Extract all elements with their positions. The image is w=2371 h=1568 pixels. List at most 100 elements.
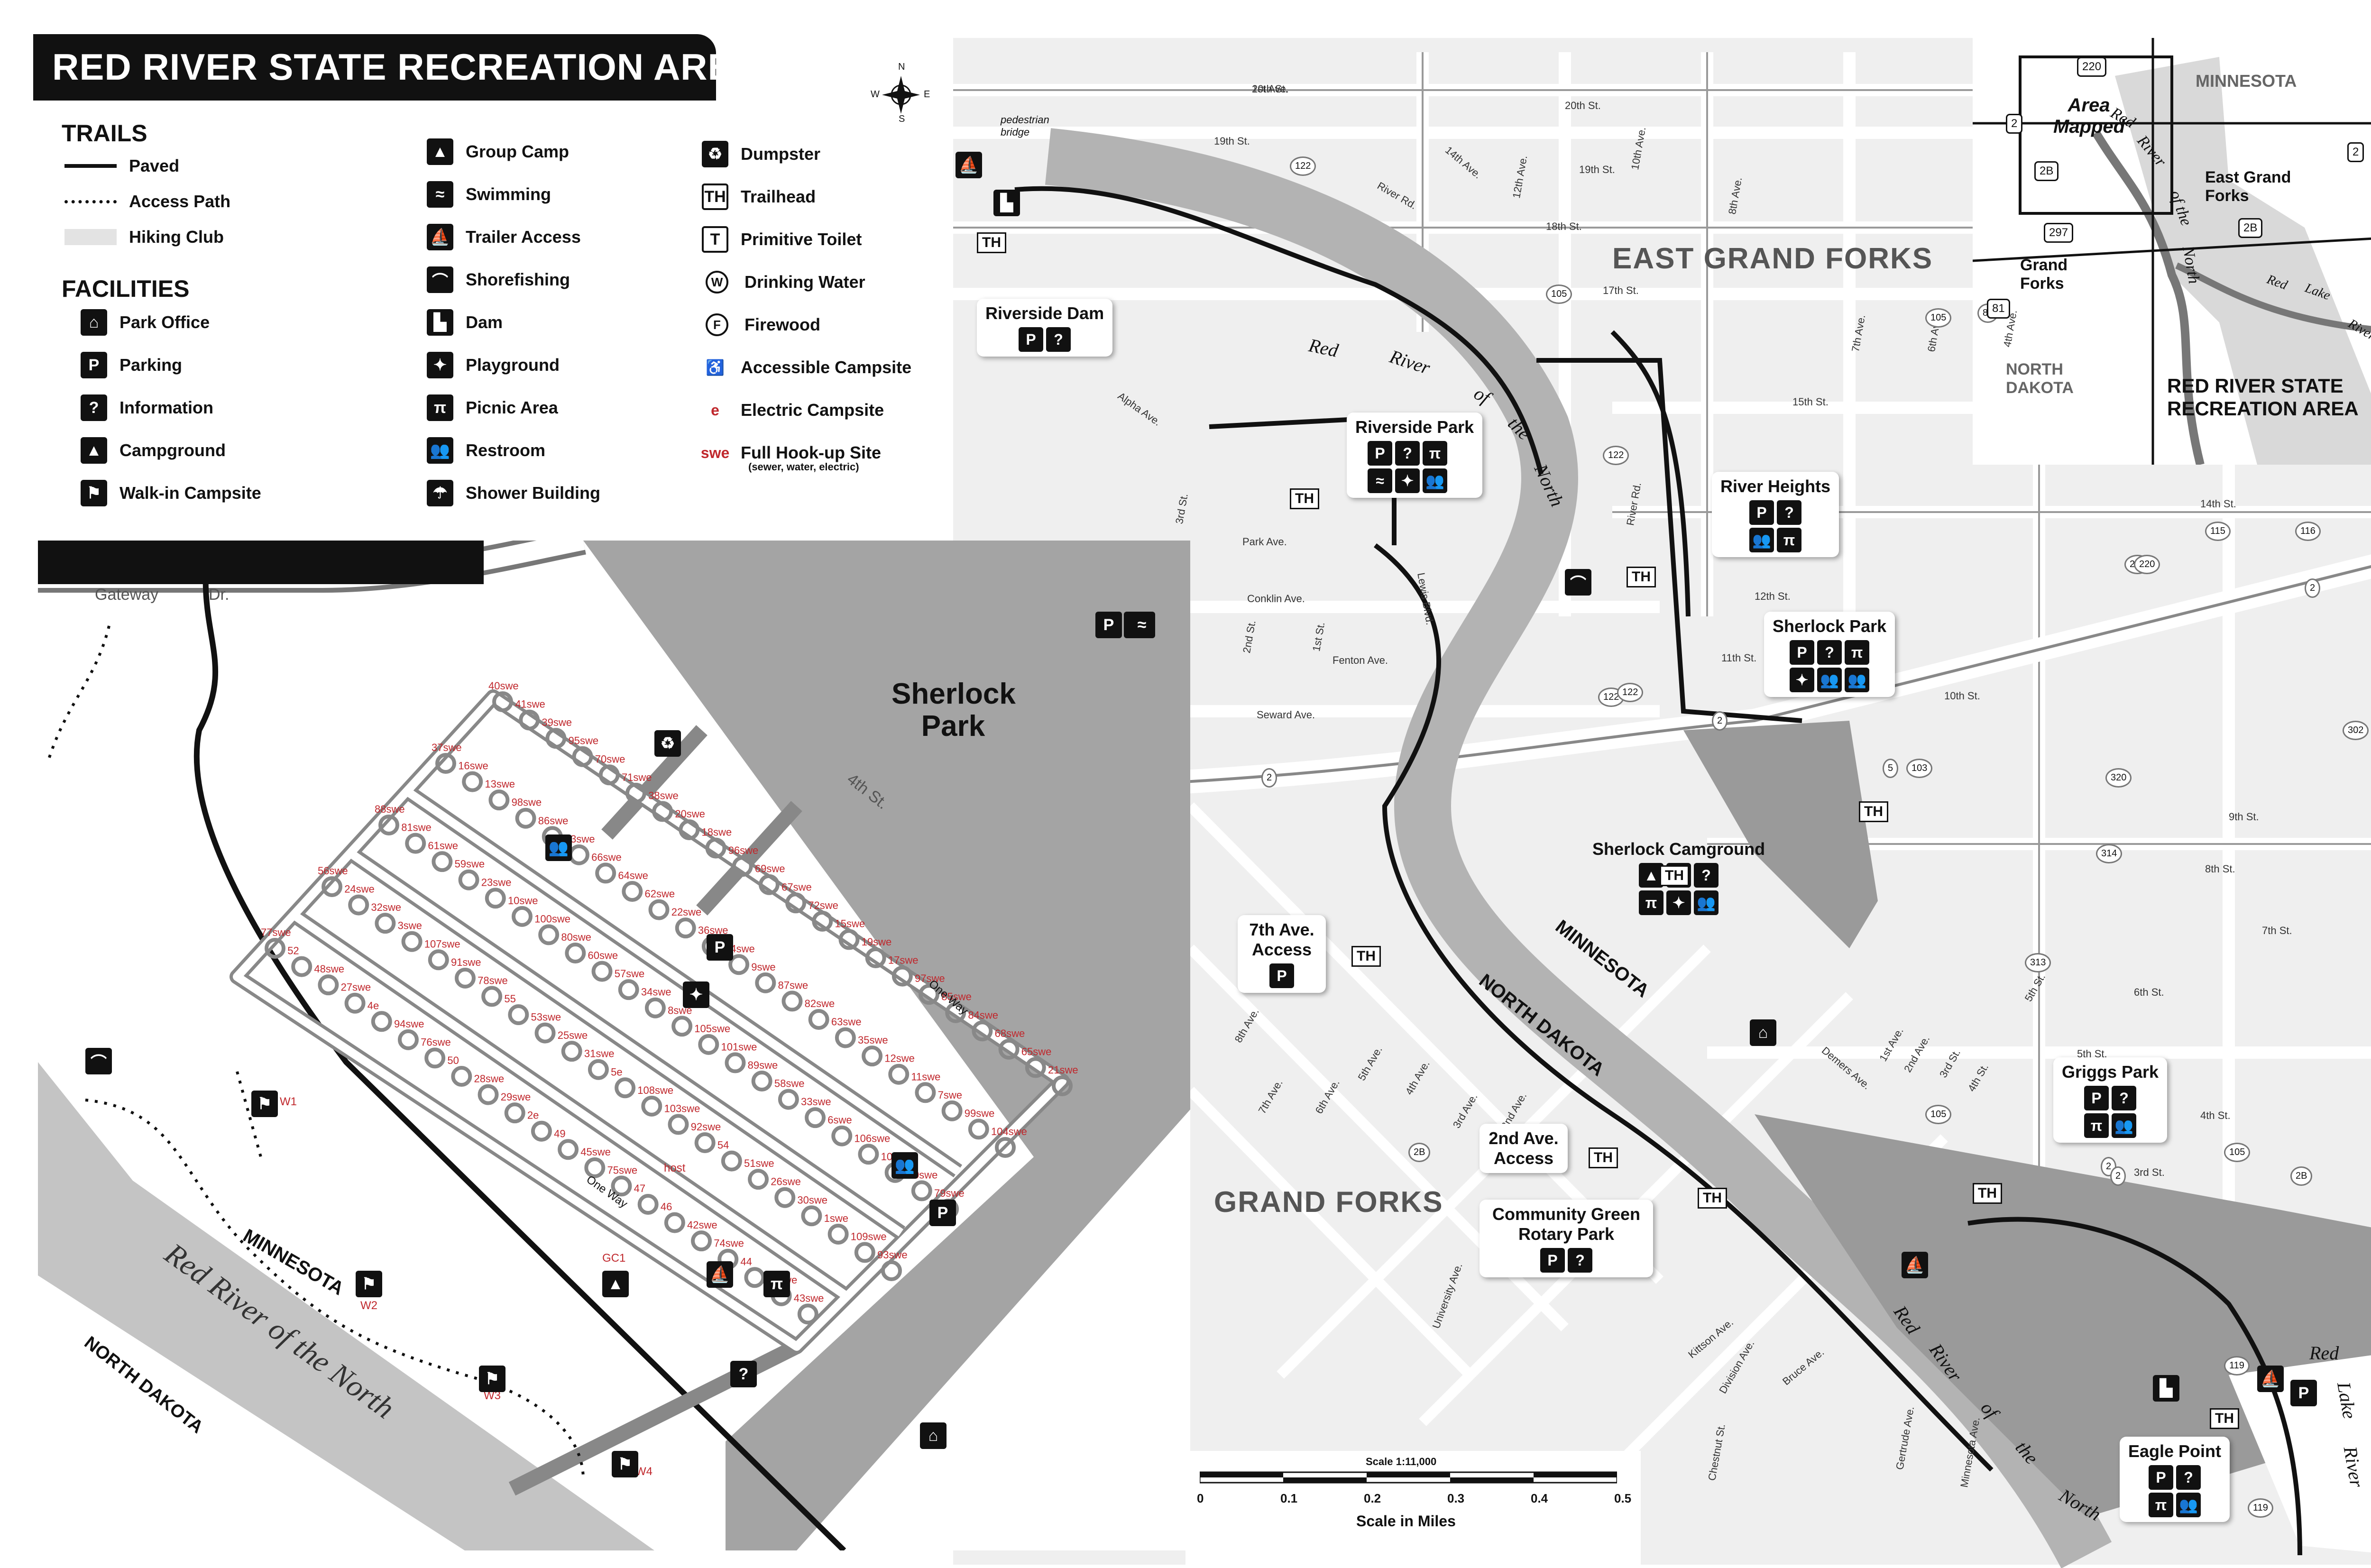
campsite-label[interactable]: 2e [527,1110,539,1121]
campsite-label[interactable]: 28swe [474,1073,505,1085]
inset-walkin-icon-w1[interactable]: ⚑ [251,1091,278,1117]
campsite-label[interactable]: 82swe [805,998,835,1009]
campsite-label[interactable]: 95swe [569,735,599,747]
campsite-label[interactable]: 84swe [968,1009,998,1021]
campsite-label[interactable]: 49 [554,1128,565,1139]
campsite-label[interactable]: 88swe [375,803,405,815]
campsite-label[interactable]: 93swe [877,1249,908,1261]
campsite-label[interactable]: 15swe [835,917,865,929]
campsite-label[interactable]: 89swe [748,1059,778,1071]
campsite-label[interactable]: 43swe [794,1292,824,1304]
campsite-label[interactable]: 23swe [481,876,512,888]
campsite-label[interactable]: 104swe [991,1126,1027,1137]
inset-restroom-icon-2[interactable]: 👥 [891,1152,918,1179]
poi-riverside-dam[interactable]: Riverside Dam P? [977,299,1113,357]
campsite-label[interactable]: 31swe [584,1048,615,1060]
campsite-label[interactable]: 63swe [831,1016,862,1028]
campsite-label[interactable]: 19swe [862,936,892,948]
inset-park-office-icon[interactable]: ⌂ [920,1422,947,1449]
inset-parking-icon[interactable]: P [707,934,733,961]
campsite-label[interactable]: 107swe [424,938,460,950]
main-parking-icon-eagle[interactable]: P [2290,1380,2317,1406]
poi-7th-ave-access[interactable]: 7th Ave. Access P [1238,915,1326,993]
campsite-label[interactable]: 22swe [671,906,702,918]
campsite-label[interactable]: 69swe [755,863,785,875]
inset-restroom-icon[interactable]: 👥 [545,834,572,861]
campsite-label[interactable]: 101swe [721,1041,757,1053]
campsite-label[interactable]: 13swe [485,778,515,790]
inset-dumpster-icon[interactable]: ♻ [654,730,681,757]
campsite-label[interactable]: 106swe [854,1132,890,1144]
campsite-label[interactable]: 60swe [588,950,618,962]
campsite-label[interactable]: 7swe [938,1089,962,1101]
inset-picnic-icon[interactable]: π [763,1271,790,1297]
campsite-label[interactable]: 96swe [728,844,759,856]
campsite-label[interactable]: 46 [661,1201,672,1213]
campsite-label[interactable]: 39swe [542,716,572,728]
main-swimming-icon-sherlock[interactable]: ≈ [1129,612,1155,638]
campsite-label[interactable]: 51swe [744,1157,774,1169]
main-trailer-icon[interactable]: ⛵ [956,152,982,178]
campsite-label[interactable]: 53swe [531,1011,561,1023]
campsite-label[interactable]: 68swe [995,1027,1025,1039]
main-dam-icon-2[interactable]: ▙ [2153,1375,2179,1402]
campsite-label[interactable]: 47 [634,1183,645,1194]
trailhead-river-heights[interactable]: TH [1627,567,1656,587]
inset-walkin-icon-w2[interactable]: ⚑ [356,1271,382,1297]
campsite-label[interactable]: 109swe [851,1230,887,1242]
campsite-label[interactable]: 52 [287,945,299,957]
main-park-office-icon[interactable]: ⌂ [1750,1019,1776,1046]
campsite-label[interactable]: 35swe [858,1034,888,1046]
campsite-label[interactable]: 61swe [428,840,458,852]
poi-sherlock-park[interactable]: Sherlock Park P?π✦👥👥 [1764,612,1895,697]
campsite-label[interactable]: 71swe [622,771,652,783]
campsite-label[interactable]: 105swe [694,1023,730,1035]
campsite-label[interactable]: 56swe [318,865,348,877]
inset-playground-icon[interactable]: ✦ [683,981,709,1008]
poi-griggs-park[interactable]: Griggs Park P?π👥 [2053,1057,2168,1143]
campsite-label[interactable]: 9swe [751,961,775,973]
inset-group-camp-icon[interactable]: ▲ [602,1271,629,1297]
campsite-label[interactable]: 80swe [561,931,591,943]
campsite-label[interactable]: 59swe [455,858,485,870]
trailhead-7th-ave[interactable]: TH [1351,946,1381,967]
campsite-label[interactable]: 30swe [797,1194,827,1206]
main-trailer-icon-3[interactable]: ⛵ [2257,1366,2284,1392]
poi-community-green[interactable]: Community Green Rotary Park P? [1480,1200,1653,1277]
poi-river-heights[interactable]: River Heights P?👥π [1712,472,1839,557]
poi-eagle-point[interactable]: Eagle Point P?π👥 [2120,1437,2230,1522]
campsite-label[interactable]: 108swe [637,1084,673,1096]
campsite-label[interactable]: 29swe [501,1091,531,1103]
campsite-label[interactable]: 103swe [664,1102,700,1114]
campsite-label[interactable]: 48swe [314,963,344,975]
campsite-label[interactable]: 25swe [558,1029,588,1041]
trailhead-riverside-park[interactable]: TH [1290,488,1319,509]
inset-walkin-icon-w3[interactable]: ⚑ [479,1366,505,1392]
campsite-label[interactable]: 24swe [344,883,375,895]
trailhead-2nd-ave[interactable]: TH [1589,1147,1618,1168]
campsite-label[interactable]: 4e [368,999,379,1011]
campsite-label[interactable]: 76swe [421,1036,451,1048]
inset-parking-icon-2[interactable]: P [929,1200,956,1226]
campsite-label[interactable]: 10swe [508,895,538,907]
main-trailer-icon-2[interactable]: ⛵ [1902,1252,1928,1278]
campsite-label[interactable]: 26swe [771,1176,801,1188]
inset-walkin-icon-w4[interactable]: ⚑ [612,1451,638,1477]
trailhead-eagle-point[interactable]: TH [2210,1408,2239,1429]
campsite-label[interactable]: 100swe [534,913,570,925]
campsite-label[interactable]: 21swe [1048,1064,1078,1076]
campsite-label[interactable]: 74swe [714,1238,744,1249]
campsite-label[interactable]: 58swe [774,1078,805,1090]
campsite-label[interactable]: 94swe [394,1018,424,1030]
main-dam-icon[interactable]: ▙ [993,190,1020,216]
campsite-label[interactable]: 5e [611,1066,622,1078]
campsite-label[interactable]: 65swe [1021,1045,1052,1057]
campsite-label[interactable]: 33swe [801,1096,831,1108]
campsite-label[interactable]: 75swe [607,1164,637,1176]
trailhead-community-green[interactable]: TH [1698,1188,1727,1209]
campsite-label[interactable]: 1swe [824,1212,848,1224]
campsite-label[interactable]: 37swe [432,742,462,753]
campsite-label[interactable]: 62swe [645,888,675,900]
campsite-label[interactable]: 78swe [478,974,508,986]
campsite-label[interactable]: 98swe [512,797,542,808]
